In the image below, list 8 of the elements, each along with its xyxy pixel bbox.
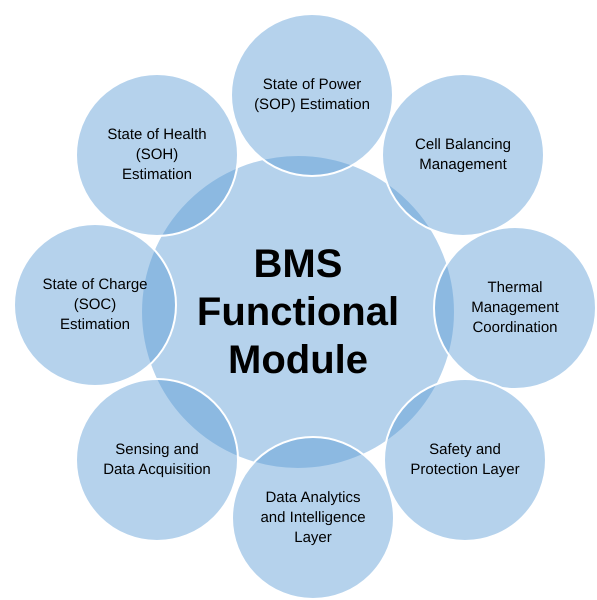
function-circle: Cell Balancing Management (381, 73, 545, 237)
function-circle: Data Analytics and Intelligence Layer (231, 436, 395, 600)
function-circle: Sensing and Data Acquisition (75, 378, 239, 542)
function-circle: Safety and Protection Layer (383, 378, 547, 542)
function-circle: State of Charge (SOC) Estimation (13, 223, 177, 387)
function-circle: State of Power (SOP) Estimation (230, 13, 394, 177)
function-circle: State of Health (SOH) Estimation (75, 73, 239, 237)
function-circle: Thermal Management Coordination (433, 226, 597, 390)
